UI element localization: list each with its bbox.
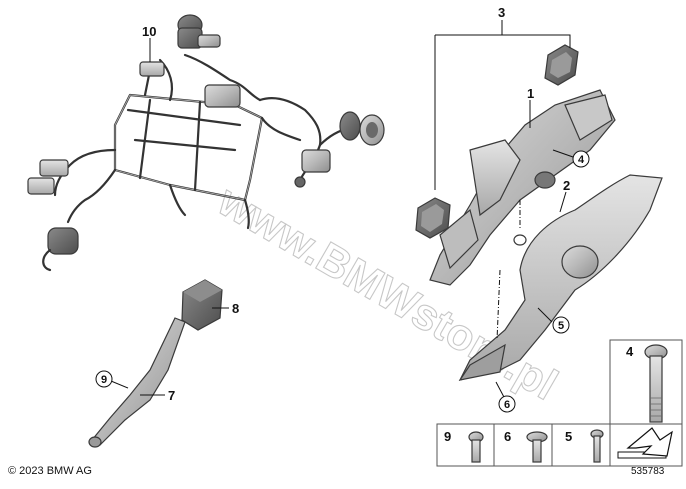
wiring-harness-part-10: [27, 14, 385, 272]
bracket-part-1: [429, 89, 616, 286]
bolt-part-4: [644, 344, 668, 423]
callout-6-circle: 6: [498, 395, 516, 413]
diagram-code: 535783: [631, 466, 665, 477]
copyright-text: © 2023 BMW AG: [8, 465, 92, 477]
table-label-5: 5: [565, 429, 572, 444]
callout-5-circle: 5: [552, 316, 570, 334]
table-label-9: 9: [444, 429, 451, 444]
table-label-6: 6: [504, 429, 511, 444]
callout-2: 2: [563, 178, 570, 193]
watermark: www.BMWstore.pl: [209, 176, 565, 410]
callout-9-circle: 9: [95, 370, 113, 388]
rubber-cap-part-3-left: [415, 197, 451, 239]
harness-connector-round-right: [339, 111, 385, 146]
callout-4-circle: 4: [572, 150, 590, 168]
table-label-4: 4: [626, 344, 634, 359]
callout-3: 3: [498, 5, 505, 20]
screw-part-9: [468, 431, 484, 463]
callout-1: 1: [527, 86, 534, 101]
svg-text:9: 9: [101, 374, 107, 386]
svg-text:4: 4: [578, 154, 585, 166]
callout-8: 8: [232, 301, 239, 316]
screw-part-5: [590, 429, 604, 463]
parts-table: [436, 339, 683, 467]
rubber-cap-part-3-top: [544, 44, 579, 86]
svg-text:5: 5: [558, 320, 564, 332]
direction-arrow-icon: [617, 427, 673, 459]
callout-7: 7: [168, 388, 175, 403]
rod-part-7: [88, 317, 186, 448]
cover-part-2: [458, 174, 663, 381]
harness-connector-top: [177, 14, 221, 49]
svg-text:6: 6: [504, 399, 510, 411]
block-part-8: [181, 279, 223, 331]
callout-10: 10: [142, 24, 156, 39]
screw-part-6: [526, 431, 548, 463]
harness-connector-round-bottom: [42, 227, 79, 272]
